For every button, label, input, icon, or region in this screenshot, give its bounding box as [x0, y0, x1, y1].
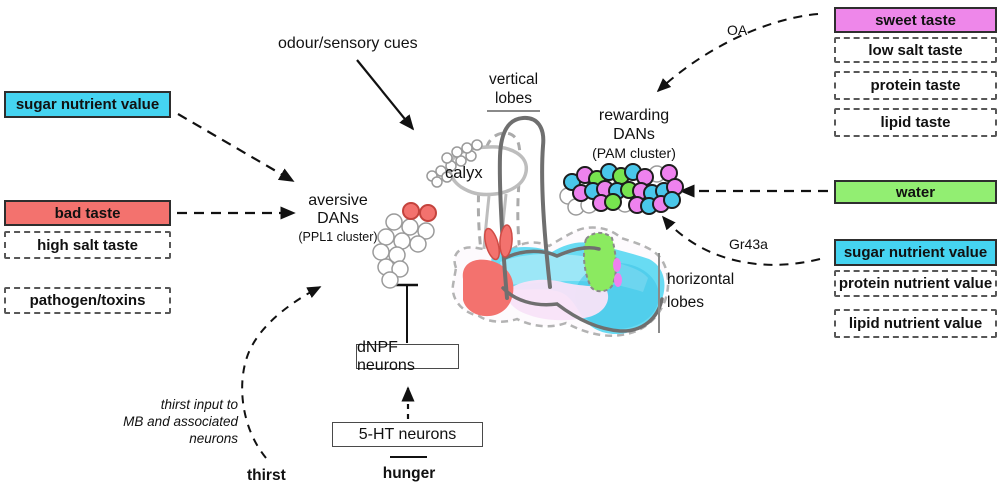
neuron-cell [417, 222, 435, 240]
neuron-cell [451, 146, 463, 158]
thirst-to-aversive-arrow [241, 286, 322, 459]
rewarding-dans-label: rewarding DANs (PAM cluster) [592, 107, 676, 161]
input-box-protein-nutrient-value: protein nutrient value [834, 270, 997, 297]
solid-vertical-lobe [497, 115, 552, 300]
ppl1-dan-cluster [372, 202, 437, 289]
input-box-sweet-taste: sweet taste [834, 7, 997, 33]
input-box-lipid-nutrient-value: lipid nutrient value [834, 309, 997, 338]
input-box-sugar-nutrient-value-left: sugar nutrient value [4, 91, 171, 118]
odour-sensory-cues-label: odour/sensory cues [278, 35, 418, 52]
input-box-low-salt-taste: low salt taste [834, 37, 997, 63]
box-label: lipid nutrient value [848, 315, 983, 332]
five-ht-neurons-box: 5-HT neurons [332, 422, 483, 447]
box-label: sweet taste [875, 11, 956, 29]
magenta-patch-lower [614, 273, 622, 287]
odour-arrow [356, 59, 415, 131]
aversive-dans-label: aversive DANs (PPL1 cluster) [298, 192, 378, 244]
magenta-patch-upper [613, 258, 621, 272]
oa-label: OA [727, 22, 748, 38]
input-box-high-salt-taste: high salt taste [4, 231, 171, 259]
horizontal-lobe-top-stroke [503, 246, 601, 260]
vertical-lobes-label: vertical lobes [488, 71, 539, 107]
neuron-cell [604, 193, 622, 211]
green-compartment [582, 231, 617, 293]
input-box-lipid-taste: lipid taste [834, 108, 997, 137]
box-label: bad taste [54, 204, 121, 222]
calyx-label: calyx [445, 164, 483, 182]
pam-dan-cluster [559, 163, 684, 216]
arrows [177, 13, 828, 459]
neuron-cell [471, 139, 483, 151]
box-label: pathogen/toxins [29, 292, 146, 309]
sugar-to-aversive-arrow [177, 113, 295, 182]
box-label: dNPF neurons [357, 338, 415, 374]
red-petal-right [499, 224, 513, 258]
input-box-protein-taste: protein taste [834, 71, 997, 100]
box-label: sugar nutrient value [843, 244, 988, 261]
peduncle-left-edge [482, 195, 491, 251]
box-label: 5-HT neurons [358, 425, 457, 443]
neuron-cell [441, 171, 453, 183]
box-label: water [895, 183, 936, 201]
horizontal-lobes-label: horizontal lobes [667, 271, 735, 311]
box-label: lipid taste [880, 114, 951, 131]
mushroom-body-illustration [448, 115, 670, 337]
input-box-water: water [834, 180, 997, 204]
kenyon-cell-cluster [426, 139, 483, 188]
box-label: high salt taste [37, 236, 138, 254]
gr43a-label: Gr43a [729, 236, 768, 252]
neuron-cell [419, 204, 437, 222]
input-box-bad-taste: bad taste [4, 200, 171, 226]
neuron-cell [381, 271, 399, 289]
box-label: sugar nutrient value [15, 96, 160, 113]
neuron-cell [663, 191, 681, 209]
neuron-cell [402, 202, 420, 220]
hunger-label: hunger [382, 465, 436, 482]
oa-arrow [656, 13, 819, 93]
dnpf-neurons-box: dNPF neurons [356, 339, 459, 374]
red-lobe-region [462, 259, 514, 317]
gr43a-arrow [661, 215, 821, 266]
neuron-cell [441, 152, 453, 164]
red-petal-left [483, 227, 501, 261]
horizontal-lobe-bottom-stroke [501, 286, 664, 333]
thirst-label: thirst [247, 467, 286, 484]
input-box-pathogen-toxins: pathogen/toxins [4, 287, 171, 314]
box-label: protein nutrient value [838, 275, 993, 292]
dashed-vertical-lobe [476, 131, 525, 275]
input-box-sugar-nutrient-value-right: sugar nutrient value [834, 239, 997, 266]
box-label: low salt taste [868, 41, 963, 59]
neuron-cell [431, 176, 443, 188]
neuron-cell [385, 213, 403, 231]
pink-lobe-region [505, 279, 609, 321]
box-label: protein taste [870, 77, 961, 94]
neuron-cell [372, 243, 390, 261]
thirst-input-note: thirst input to MB and associated neuron… [123, 397, 238, 446]
neuron-cell [391, 260, 409, 278]
neuron-cell [461, 142, 473, 154]
neuron-cell [409, 235, 427, 253]
